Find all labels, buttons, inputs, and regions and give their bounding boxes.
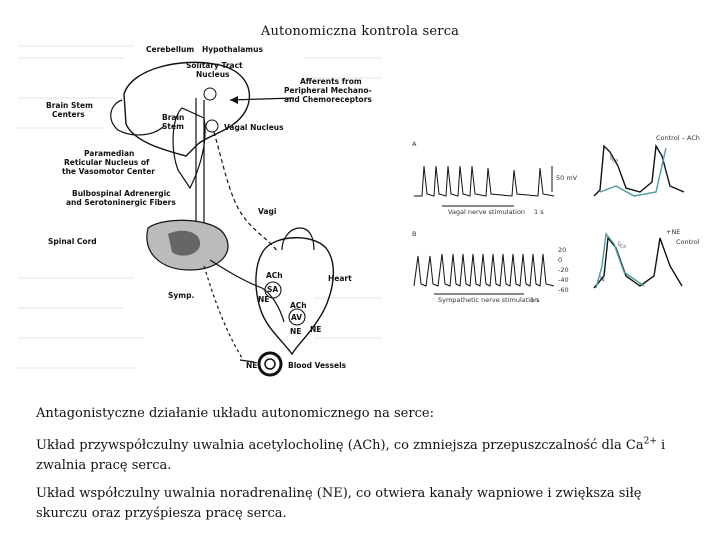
label-afferents-1: Afferents from <box>300 77 362 86</box>
brain-stem-shape <box>172 107 206 190</box>
panel-a-scale: 50 mV <box>556 174 578 182</box>
panel-b-scale: 20 0 -20 -40 -60 <box>558 246 569 294</box>
label-spinal-cord: Spinal Cord <box>48 237 97 246</box>
panel-b-ap-control <box>593 236 683 289</box>
label-brain-1: Brain <box>162 113 184 122</box>
svg-text:-40: -40 <box>558 276 569 284</box>
vagus-nerve-path <box>213 131 279 253</box>
svg-text:-20: -20 <box>558 266 569 274</box>
panel-a-stim-label: Vagal nerve stimulation <box>448 208 525 216</box>
blood-vessel-outer <box>257 351 283 377</box>
label-solitary-tract-2: Nucleus <box>196 70 230 79</box>
sympathetic-fibers-2 <box>203 265 243 359</box>
label-vagal-nucleus: Vagal Nucleus <box>224 123 284 132</box>
panel-b-label: B <box>412 230 416 238</box>
av-node-circle <box>288 308 306 326</box>
panel-b-trace <box>413 253 555 287</box>
panel-b-ica: ICa <box>618 240 626 250</box>
label-paramedian-1: Paramedian <box>84 149 134 158</box>
sympathetic-paragraph: Układ współczulny uwalnia noradrenalinę … <box>36 486 642 521</box>
label-vagi: Vagi <box>258 207 276 216</box>
afferent-arrow <box>229 97 295 101</box>
panel-b-ne-label: +NE <box>666 228 680 236</box>
blood-vessel-nerve <box>239 359 255 363</box>
label-bulbospinal-1: Bulbospinal Adrenergic <box>72 189 171 198</box>
label-brain-stem-centers-2: Centers <box>52 110 85 119</box>
label-ne-3: NE <box>310 325 321 334</box>
label-brain-stem-centers-1: Brain Stem <box>46 101 93 110</box>
intro-paragraph: Antagonistyczne działanie układu autonom… <box>36 406 434 421</box>
label-cerebellum: Cerebellum <box>146 45 194 54</box>
panel-a-label: A <box>412 140 417 148</box>
heart-vessel <box>281 227 315 251</box>
cerebellum-shape <box>110 99 165 136</box>
label-ne-2: NE <box>290 327 301 336</box>
label-symp: Symp. <box>168 291 194 300</box>
label-paramedian-2: Reticular Nucleus of <box>64 158 150 167</box>
label-paramedian-3: the Vasomotor Center <box>62 167 155 176</box>
brain-outline <box>123 61 251 157</box>
label-blood-vessels: Blood Vessels <box>288 361 347 370</box>
label-afferents-2: Peripheral Mechano- <box>284 86 372 95</box>
svg-text:0: 0 <box>558 256 562 264</box>
action-potential-traces: A B Vagal nerve stimulation 1 s 50 mV Co… <box>412 134 700 304</box>
label-ne-1: NE <box>258 295 269 304</box>
panel-b-ap-ne <box>595 232 645 289</box>
svg-text:20: 20 <box>558 246 566 254</box>
panel-b-ik: IK <box>600 274 606 284</box>
heart-shape <box>255 237 334 356</box>
panel-b-time: 1 s <box>530 296 540 304</box>
panel-a-trace <box>414 165 555 197</box>
label-ach-1: ACh <box>266 271 283 280</box>
label-bulbospinal-2: and Serotoninergic Fibers <box>66 198 176 207</box>
sa-node-circle <box>264 281 282 299</box>
panel-a-time: 1 s <box>534 208 544 216</box>
label-av: AV <box>291 313 302 322</box>
afferent-arrow-head <box>230 96 238 104</box>
page-title: Autonomiczna kontrola serca <box>260 24 460 39</box>
parasympathetic-paragraph: Układ przywspółczulny uwalnia acetylocho… <box>36 436 666 473</box>
label-brain-2: Stem <box>162 122 184 131</box>
label-heart: Heart <box>328 274 352 283</box>
label-ne-vessel: NE <box>246 361 257 370</box>
panel-b-control-label: Control <box>676 238 700 246</box>
autonomic-control-diagram: Cerebellum Hypothalamus Solitary Tract N… <box>18 45 382 377</box>
label-afferents-3: and Chemoreceptors <box>284 95 372 104</box>
panel-a-control-ach: Control – ACh <box>656 134 700 142</box>
label-sa: SA <box>267 285 278 294</box>
solitary-nucleus-circle <box>203 87 217 101</box>
background-text-texture <box>18 45 382 369</box>
blood-vessel-inner <box>264 358 276 370</box>
spinal-cord-grey-matter <box>168 230 201 256</box>
panel-a-ica: ICa <box>610 154 618 164</box>
label-hypothalamus: Hypothalamus <box>202 45 263 54</box>
vagal-nucleus-circle <box>205 119 219 133</box>
sympathetic-fibers <box>209 259 285 323</box>
svg-text:-60: -60 <box>558 286 569 294</box>
panel-a-ap-ach <box>599 147 667 197</box>
panel-b-stim-label: Sympathetic nerve stimulation <box>438 296 538 304</box>
label-solitary-tract-1: Solitary Tract <box>186 61 243 70</box>
label-ach-2: ACh <box>290 301 307 310</box>
